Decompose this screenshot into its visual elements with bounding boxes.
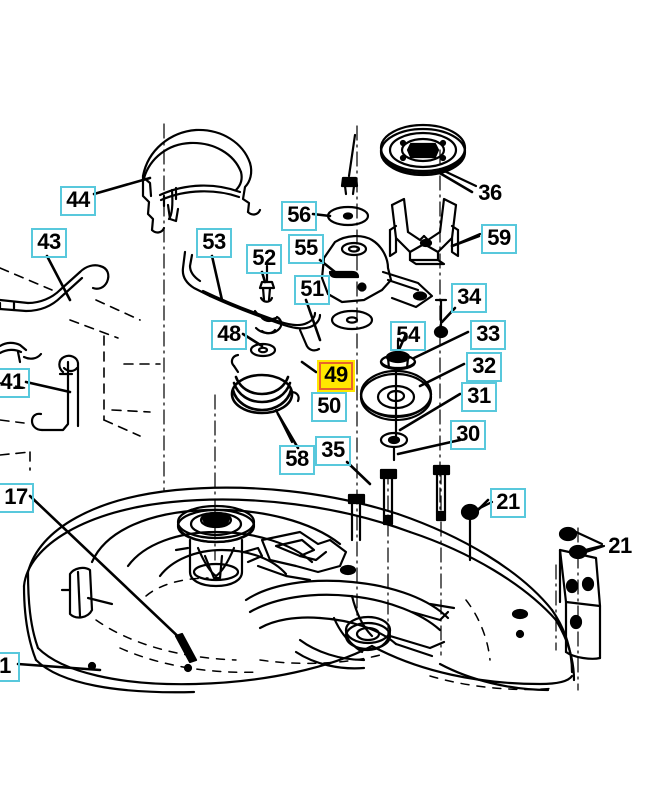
callout-label-21[interactable]: 21 bbox=[604, 534, 636, 560]
callout-number-text: 50 bbox=[317, 393, 341, 418]
callout-label-55[interactable]: 55 bbox=[288, 234, 324, 264]
callout-number-text: 31 bbox=[467, 383, 491, 408]
callout-number-text: 56 bbox=[287, 202, 311, 227]
callout-label-52[interactable]: 52 bbox=[246, 244, 282, 274]
callout-label-56[interactable]: 56 bbox=[281, 201, 317, 231]
callout-number-text: 1 bbox=[0, 653, 11, 678]
callout-label-48[interactable]: 48 bbox=[211, 320, 247, 350]
callout-number-text: 41 bbox=[0, 369, 24, 394]
callout-number-text: 17 bbox=[4, 484, 28, 509]
callout-number-text: 43 bbox=[37, 229, 61, 254]
callout-label-31[interactable]: 31 bbox=[461, 382, 497, 412]
callout-label-43[interactable]: 43 bbox=[31, 228, 67, 258]
callout-label-17[interactable]: 17 bbox=[0, 483, 34, 513]
callout-label-1[interactable]: 1 bbox=[0, 652, 20, 682]
callout-number-text: 59 bbox=[487, 225, 511, 250]
callout-label-35[interactable]: 35 bbox=[315, 436, 351, 466]
callout-number-text: 52 bbox=[252, 245, 276, 270]
callout-number-text: 53 bbox=[202, 229, 226, 254]
callout-number-text: 58 bbox=[285, 446, 309, 471]
callout-label-41[interactable]: 41 bbox=[0, 368, 30, 398]
callout-number-text: 55 bbox=[294, 235, 318, 260]
callout-number-text: 48 bbox=[217, 321, 241, 346]
callout-label-44[interactable]: 44 bbox=[60, 186, 96, 216]
callout-label-59[interactable]: 59 bbox=[481, 224, 517, 254]
callout-number-text: 35 bbox=[321, 437, 345, 462]
callout-number-text: 33 bbox=[476, 321, 500, 346]
callout-number-text: 44 bbox=[66, 187, 90, 212]
callout-label-34[interactable]: 34 bbox=[451, 283, 487, 313]
callout-label-32[interactable]: 32 bbox=[466, 352, 502, 382]
callout-label-53[interactable]: 53 bbox=[196, 228, 232, 258]
callout-label-36[interactable]: 36 bbox=[474, 181, 506, 207]
callout-label-50[interactable]: 50 bbox=[311, 392, 347, 422]
callout-number-text: 21 bbox=[608, 533, 632, 558]
callout-number-text: 54 bbox=[396, 322, 420, 347]
callout-number-text: 34 bbox=[457, 284, 481, 309]
callout-label-21[interactable]: 21 bbox=[490, 488, 526, 518]
callout-label-49-selected[interactable]: 49 bbox=[317, 360, 355, 392]
callout-label-54[interactable]: 54 bbox=[390, 321, 426, 351]
callout-label-30[interactable]: 30 bbox=[450, 420, 486, 450]
callout-number-text: 51 bbox=[300, 276, 324, 301]
callout-label-51[interactable]: 51 bbox=[294, 275, 330, 305]
callout-number-text: 36 bbox=[478, 180, 502, 205]
callout-number-text: 21 bbox=[496, 489, 520, 514]
callout-number-text: 49 bbox=[324, 362, 348, 387]
callout-label-33[interactable]: 33 bbox=[470, 320, 506, 350]
callout-label-58[interactable]: 58 bbox=[279, 445, 315, 475]
callout-number-text: 30 bbox=[456, 421, 480, 446]
callout-number-text: 32 bbox=[472, 353, 496, 378]
